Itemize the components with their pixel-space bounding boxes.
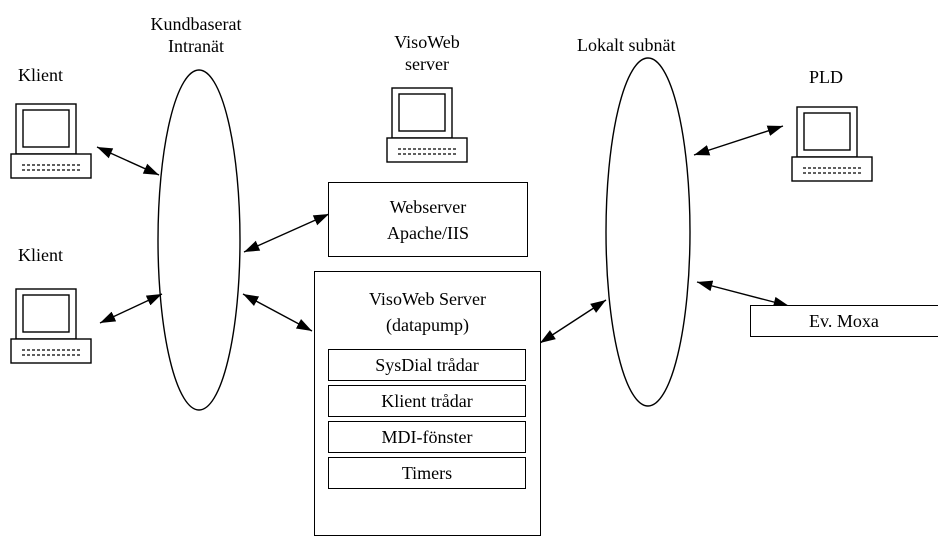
arrow-datapump-subnet [539,299,607,344]
visoweb-server-label-line1: VisoWeb [394,32,460,52]
arrow-client-bottom-intranet [99,293,163,324]
intranet-ellipse [157,69,241,411]
moxa-box: Ev. Moxa [750,305,938,337]
intranet-label: Kundbaserat Intranät [126,13,266,57]
pld-label: PLD [809,67,844,87]
intranet-label-line1: Kundbaserat [150,14,242,34]
arrow-subnet-pld [693,125,784,156]
module-mdi: MDI-fönster [328,421,526,453]
visoweb-server-label-line2: server [405,54,449,74]
visoweb-server-label: VisoWeb server [367,31,487,75]
computer-icon [10,103,92,179]
arrow-intranet-datapump [242,293,313,332]
datapump-box: VisoWeb Server (datapump) SysDial trådar… [314,271,541,536]
arrow-subnet-moxa [696,280,790,308]
datapump-label-line1: VisoWeb Server [369,289,486,309]
subnet-ellipse [605,57,691,407]
datapump-label-line2: (datapump) [386,315,469,335]
arrow-intranet-webserver [243,213,330,253]
moxa-label: Ev. Moxa [809,310,879,331]
subnet-label: Lokalt subnät [577,35,676,55]
computer-icon [10,288,92,364]
module-timers: Timers [328,457,526,489]
webserver-label-line2: Apache/IIS [387,222,469,243]
module-klient: Klient trådar [328,385,526,417]
computer-icon [386,87,468,163]
computer-icon [791,106,873,182]
module-sysdial: SysDial trådar [328,349,526,381]
client-bottom-label: Klient [18,245,63,265]
arrow-client-top-intranet [96,146,160,176]
client-top-label: Klient [18,65,63,85]
intranet-label-line2: Intranät [168,36,224,56]
webserver-label-line1: Webserver [389,196,467,217]
datapump-title: VisoWeb Server (datapump) [315,286,540,338]
webserver-box: Webserver Apache/IIS [328,182,528,257]
